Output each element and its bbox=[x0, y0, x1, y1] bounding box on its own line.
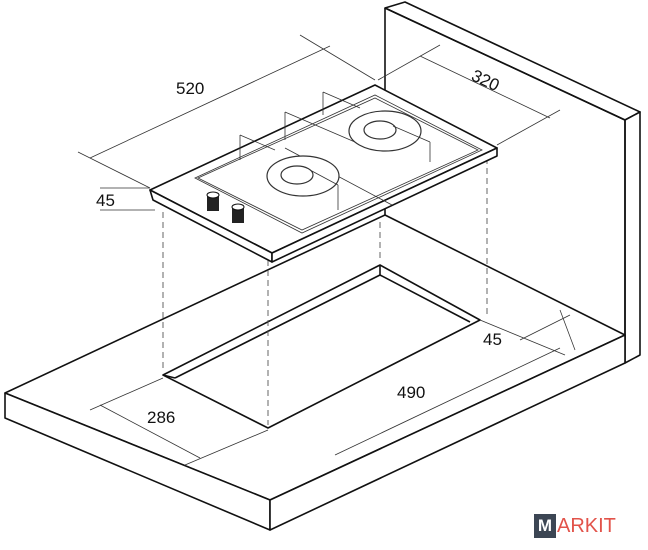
dimension-hob-width: 520 bbox=[176, 79, 205, 98]
logo-box-letter: M bbox=[534, 514, 556, 538]
burner-back bbox=[348, 110, 431, 162]
burner-front bbox=[266, 155, 340, 210]
markit-watermark: M ARKIT bbox=[534, 514, 616, 538]
control-knob-1 bbox=[206, 191, 220, 211]
projection-lines bbox=[162, 158, 488, 425]
logo-text: ARKIT bbox=[557, 514, 616, 537]
dimension-cutout-width: 490 bbox=[397, 383, 426, 402]
gas-hob bbox=[149, 84, 498, 263]
dimension-hob-height: 45 bbox=[96, 191, 115, 210]
dimension-wall-clearance: 45 bbox=[483, 330, 502, 349]
control-knob-2 bbox=[231, 203, 245, 223]
grate-frame bbox=[194, 94, 483, 234]
dimension-lines bbox=[77, 34, 576, 466]
dimension-cutout-depth: 286 bbox=[147, 408, 176, 427]
